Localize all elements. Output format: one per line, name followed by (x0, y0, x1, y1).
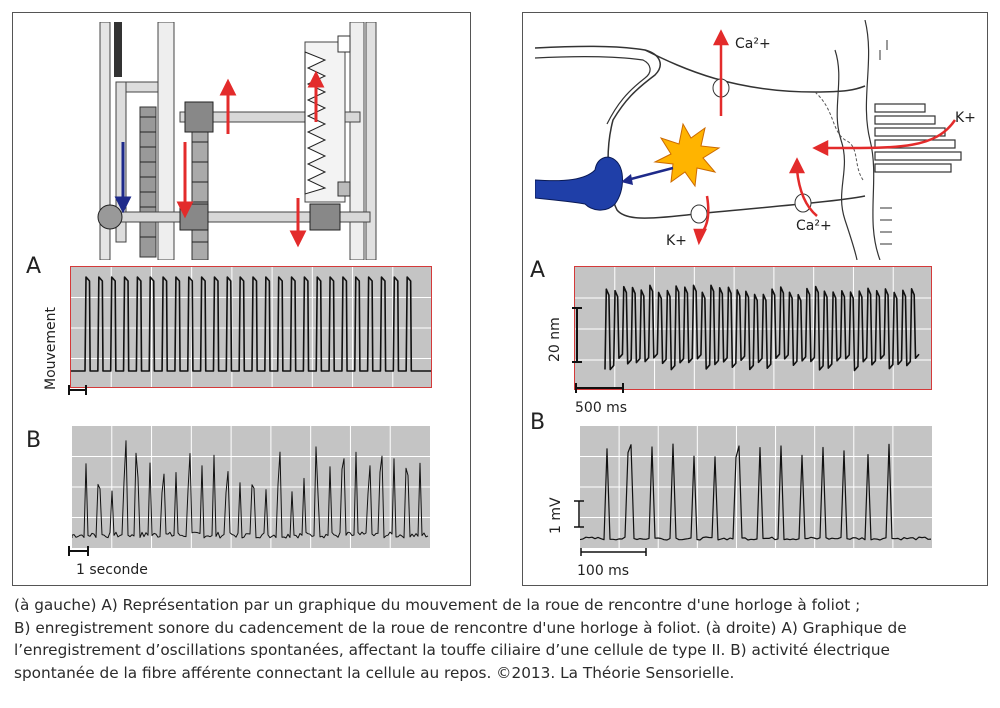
left-label-a: A (26, 254, 42, 279)
left-trace-a-plot (71, 267, 431, 387)
caption-line-4: spontanée de la fibre afférente connecta… (14, 663, 735, 682)
left-trace-a-ylabel: Mouvement (43, 306, 59, 390)
left-scale-bar-a (68, 385, 87, 395)
right-trace-a-plot (575, 267, 931, 389)
left-trace-a (70, 266, 432, 388)
figure-caption: (à gauche) A) Représentation par un grap… (14, 594, 990, 684)
right-scale-bar-b-horizontal (580, 548, 647, 556)
ion-label-k-bottom: K+ (666, 233, 687, 249)
right-trace-a-scale: 500 ms (575, 400, 628, 416)
right-trace-b-ylabel: 1 mV (548, 497, 564, 534)
left-scale-label: 1 seconde (76, 562, 148, 578)
right-label-b: B (530, 410, 546, 435)
right-trace-a (574, 266, 932, 390)
caption-line-1: (à gauche) A) Représentation par un grap… (14, 596, 861, 614)
ion-label-ca-bottom: Ca²+ (796, 218, 832, 234)
left-trace-a-waveform (71, 276, 431, 372)
foliot-clock-mechanism-illustration (97, 22, 377, 260)
ion-label-k-right: K+ (955, 110, 976, 126)
right-trace-b-plot (580, 426, 932, 548)
right-scale-bar-a-horizontal (575, 383, 624, 393)
right-trace-b-waveform (580, 443, 932, 541)
ion-label-ca-top: Ca²+ (735, 36, 771, 52)
left-trace-b-waveform (72, 440, 429, 539)
left-trace-b (72, 426, 430, 548)
left-scale-bar-b (68, 546, 89, 556)
right-trace-a-ylabel: 20 nm (547, 317, 563, 362)
left-label-b: B (26, 428, 42, 453)
caption-line-2: B) enregistrement sonore du cadencement … (14, 618, 907, 637)
right-label-a: A (530, 258, 546, 283)
right-trace-b-scale: 100 ms (577, 563, 630, 579)
left-trace-b-plot (72, 426, 430, 548)
right-trace-b (580, 426, 932, 548)
right-trace-a-waveform (604, 284, 920, 372)
right-scale-bar-b-vertical (574, 500, 584, 528)
caption-line-3: l’enregistrement d’oscillations spontané… (14, 641, 890, 659)
hair-cell-illustration (535, 20, 962, 260)
right-scale-bar-a-vertical (572, 307, 582, 363)
